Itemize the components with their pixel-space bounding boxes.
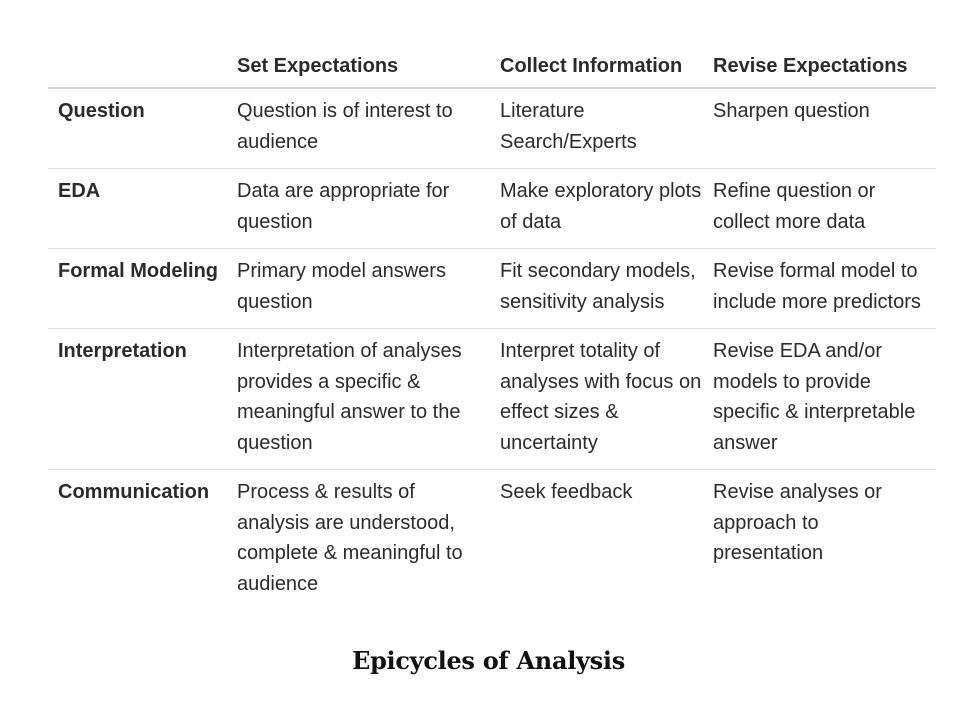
header-corner bbox=[48, 12, 227, 88]
table-cell: Make exploratory plots of data bbox=[500, 180, 702, 233]
table-row: Interpretation Interpretation of analyse… bbox=[48, 329, 936, 470]
table-cell: Interpret totality of analyses with focu… bbox=[500, 340, 702, 454]
header-revise-expectations: Revise Expectations bbox=[713, 54, 908, 77]
table-header-row: Set Expectations Collect Information Rev… bbox=[48, 12, 936, 88]
row-label-interpretation: Interpretation bbox=[58, 340, 187, 362]
table-cell: Primary model answers question bbox=[237, 260, 446, 313]
table-cell: Literature Search/Experts bbox=[500, 100, 637, 153]
table-cell: Revise EDA and/or models to provide spec… bbox=[713, 340, 916, 454]
table-cell: Interpretation of analyses provides a sp… bbox=[237, 340, 462, 454]
table-row: Formal Modeling Primary model answers qu… bbox=[48, 249, 936, 329]
table-row: EDA Data are appropriate for question Ma… bbox=[48, 169, 936, 249]
row-label-eda: EDA bbox=[58, 180, 101, 202]
table-cell: Revise formal model to include more pred… bbox=[713, 260, 921, 313]
row-label-communication: Communication bbox=[58, 481, 210, 503]
table-cell: Question is of interest to audience bbox=[237, 100, 453, 153]
table-cell: Fit secondary models, sensitivity analys… bbox=[500, 260, 696, 313]
table-cell: Process & results of analysis are unders… bbox=[237, 481, 463, 595]
header-collect-information: Collect Information bbox=[500, 54, 683, 77]
row-label-question: Question bbox=[58, 100, 145, 122]
table-row: Communication Process & results of analy… bbox=[48, 470, 936, 611]
table-cell: Data are appropriate for question bbox=[237, 180, 450, 233]
row-label-formal-modeling: Formal Modeling bbox=[58, 260, 218, 282]
table-cell: Seek feedback bbox=[500, 481, 633, 503]
table-cell: Sharpen question bbox=[713, 100, 870, 122]
table-cell: Refine question or collect more data bbox=[713, 180, 876, 233]
epicycles-table: Set Expectations Collect Information Rev… bbox=[48, 12, 936, 610]
figure-caption: Epicycles of Analysis bbox=[352, 646, 625, 675]
table-cell: Revise analyses or approach to presentat… bbox=[713, 481, 882, 564]
table-row: Question Question is of interest to audi… bbox=[48, 88, 936, 169]
epicycles-table-container: Set Expectations Collect Information Rev… bbox=[48, 12, 936, 610]
header-set-expectations: Set Expectations bbox=[237, 54, 399, 77]
